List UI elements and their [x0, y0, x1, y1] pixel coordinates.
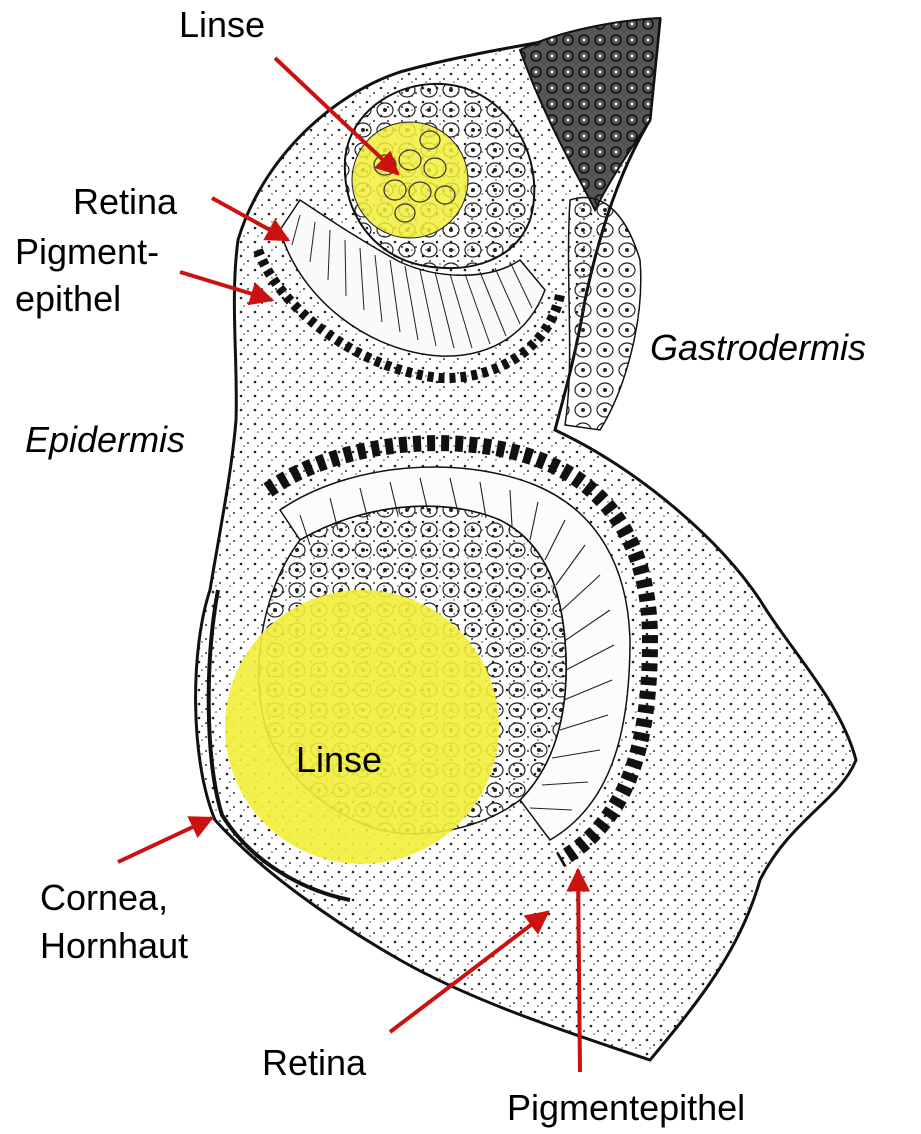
label-lower-lens: Linse: [296, 739, 382, 780]
label-upper-pigment-line2: epithel: [15, 278, 121, 319]
label-upper-pigment-line1: Pigment-: [15, 231, 159, 272]
lower-lens: [225, 590, 499, 864]
label-gastrodermis: Gastrodermis: [650, 327, 866, 368]
gastrodermis-cell-column: [565, 198, 641, 431]
label-cornea-line2: Hornhaut: [40, 925, 188, 966]
label-epidermis: Epidermis: [25, 419, 185, 460]
arrow-cornea: [118, 818, 212, 862]
label-cornea-line1: Cornea,: [40, 877, 168, 918]
label-upper-lens: Linse: [179, 4, 265, 45]
label-upper-retina: Retina: [73, 181, 178, 222]
label-lower-retina: Retina: [262, 1042, 367, 1083]
arrow-lower-pigment: [578, 870, 580, 1072]
label-lower-pigment: Pigmentepithel: [507, 1087, 745, 1128]
